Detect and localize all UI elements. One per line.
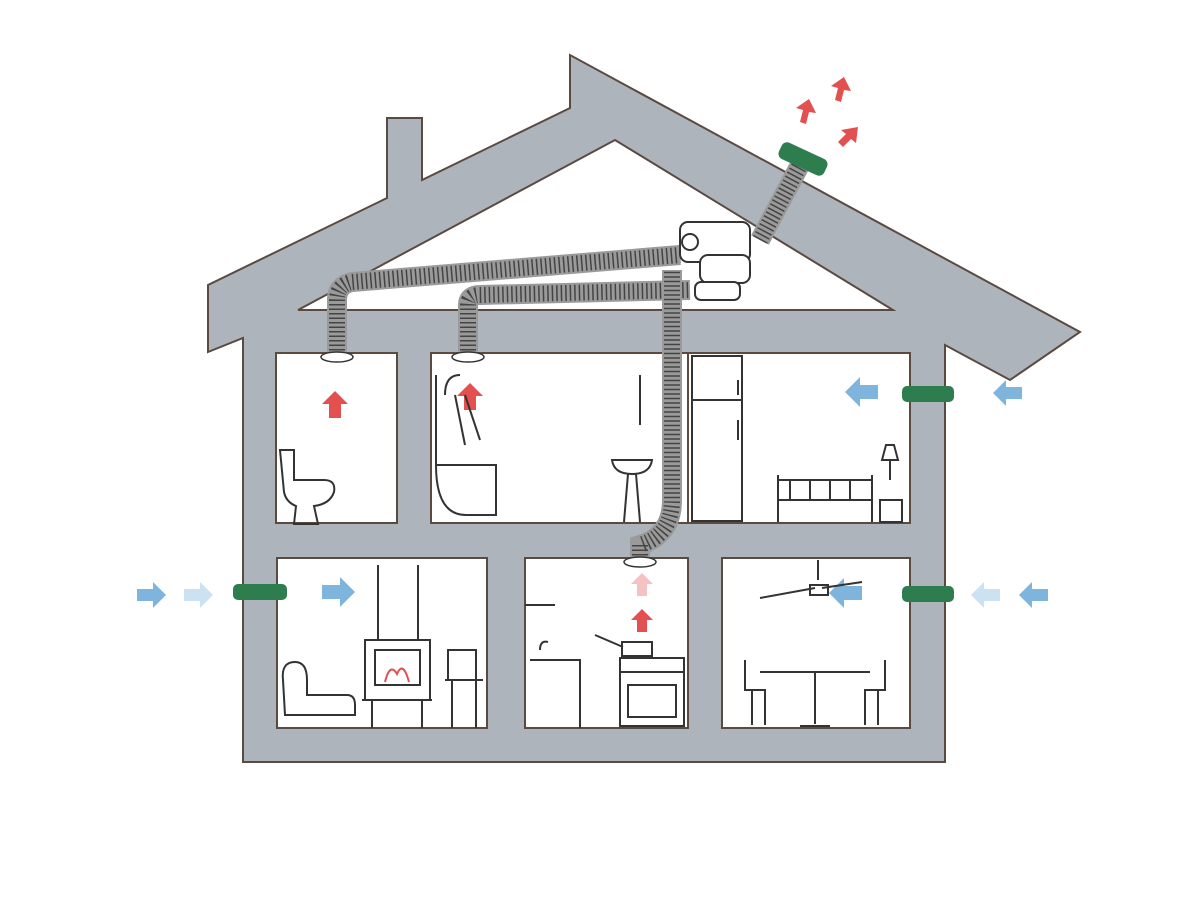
bed-icon — [777, 475, 873, 522]
supply-arrows — [137, 377, 1048, 608]
supply-arrow-icon — [993, 380, 1022, 406]
supply-arrow-icon — [322, 577, 355, 607]
supply-arrow-icon — [971, 582, 1000, 608]
furniture — [278, 355, 903, 728]
lamp-icon — [879, 444, 903, 523]
sink-icon — [610, 375, 654, 523]
kitchen-cabinet-icon — [525, 604, 581, 728]
diffusers — [320, 351, 657, 568]
room-bathroom — [430, 352, 689, 524]
exhaust-arrows — [322, 77, 858, 632]
house-structure — [207, 53, 1082, 763]
exhaust-arrow-icon — [631, 573, 653, 596]
toilet-icon — [278, 449, 336, 525]
exhaust-arrow-icon — [831, 77, 851, 102]
exhaust-arrow-icon — [322, 391, 348, 418]
exhaust-arrow-icon — [838, 127, 858, 147]
exhaust-arrow-icon — [457, 383, 483, 410]
exhaust-arrow-icon — [796, 99, 816, 124]
ventilation-unit-icon — [679, 221, 751, 301]
stove-icon — [594, 634, 685, 727]
dining-table-icon — [744, 660, 886, 727]
shower-icon — [435, 374, 497, 516]
wall-inlet-icons — [233, 386, 954, 602]
supply-arrow-icon — [137, 582, 166, 608]
room-bedroom — [687, 352, 911, 524]
exhaust-arrow-icon — [631, 609, 653, 632]
ducts — [327, 160, 809, 560]
tv-icon — [445, 649, 483, 728]
wall-inlet-icon — [902, 386, 954, 402]
roof-vent-icon — [778, 142, 828, 176]
armchair-icon — [281, 660, 356, 716]
supply-arrow-icon — [1019, 582, 1048, 608]
room-kitchen — [524, 557, 689, 729]
room-living — [276, 557, 488, 729]
supply-arrow-icon — [845, 377, 878, 407]
fireplace-icon — [362, 565, 432, 728]
ceiling-fan-icon — [759, 560, 863, 599]
room-toilet — [275, 352, 398, 524]
wall-inlet-icon — [233, 584, 287, 600]
wall-inlet-icon — [902, 586, 954, 602]
supply-arrow-icon — [184, 582, 213, 608]
fridge-icon — [691, 355, 743, 522]
fire-icon — [384, 667, 410, 683]
